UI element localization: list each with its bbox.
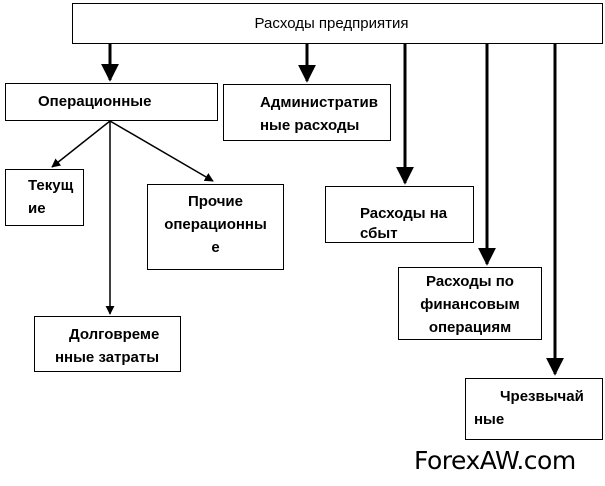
extraordinary-expenses-box: Чрезвычай ные [465, 378, 603, 440]
operational-label: Операционные [38, 93, 152, 110]
arrow-to-other-operational [109, 120, 214, 182]
extraordinary-line-2: ные [474, 411, 505, 428]
current-expenses-box: Текущ ие [5, 169, 84, 226]
watermark-text: ForexAW.com [414, 446, 576, 475]
financial-expenses-box: Расходы по финансовым операциям [398, 267, 542, 340]
financial-line-2: финансовым [420, 296, 520, 313]
other-operational-box: Прочие операционны е [147, 184, 284, 270]
sales-line-2: сбыт [360, 225, 398, 242]
long-term-costs-line-2: нные затраты [55, 349, 160, 366]
sales-line-1: Расходы на [360, 205, 448, 222]
current-expenses-line-2: ие [28, 200, 46, 217]
extraordinary-line-1: Чрезвычай [500, 388, 584, 405]
financial-line-3: операциям [428, 319, 512, 336]
root-expenses-label: Расходы предприятия [254, 15, 409, 32]
financial-line-1: Расходы по [426, 273, 514, 290]
other-operational-line-1: Прочие [187, 193, 243, 210]
sales-expenses-box: Расходы на сбыт [325, 186, 474, 243]
long-term-costs-line-1: Долговреме [69, 326, 160, 343]
root-expenses-box: Расходы предприятия [72, 3, 603, 44]
other-operational-line-3: е [211, 239, 220, 256]
administrative-line-2: ные расходы [260, 117, 360, 134]
current-expenses-line-1: Текущ [28, 177, 74, 194]
administrative-line-1: Административ [260, 94, 378, 111]
operational-box: Операционные [5, 83, 218, 121]
administrative-expenses-box: Административ ные расходы [223, 84, 391, 141]
other-operational-line-2: операционны [164, 216, 267, 233]
long-term-costs-box: Долговреме нные затраты [34, 316, 181, 372]
arrow-to-current [51, 120, 111, 168]
